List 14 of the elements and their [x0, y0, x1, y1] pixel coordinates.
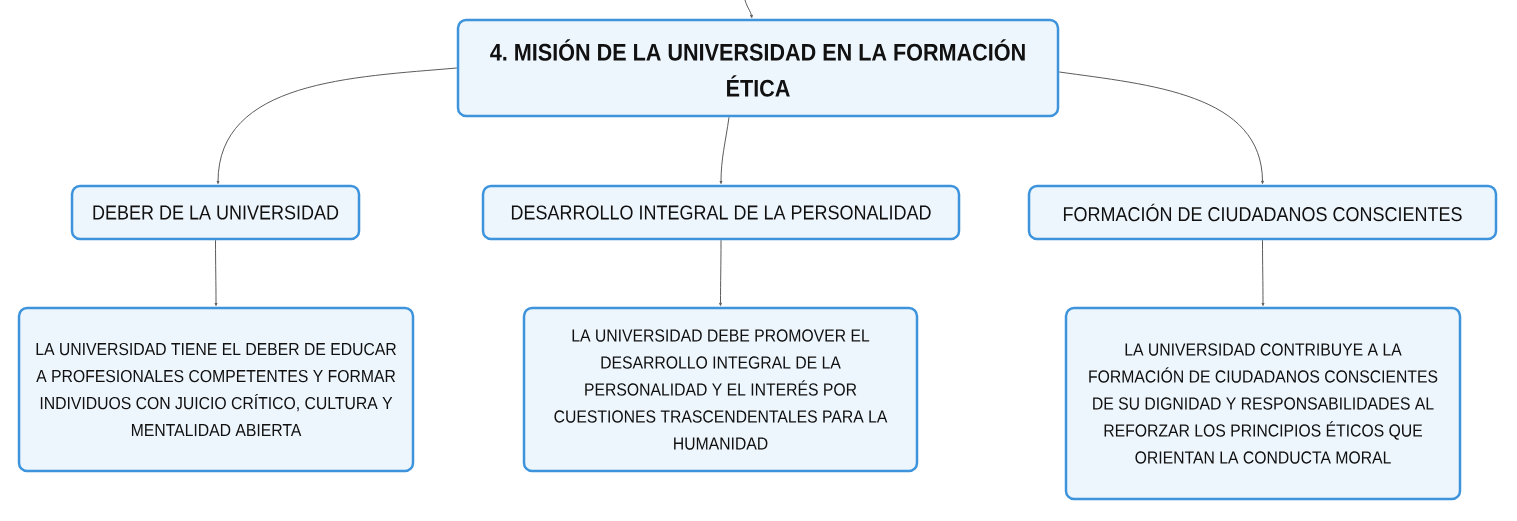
subtopic-box: DESARROLLO INTEGRAL DE LA PERSONALIDAD [481, 184, 961, 241]
connector-arrow [719, 239, 722, 307]
subtopic-box: DEBER DE LA UNIVERSIDAD [70, 184, 361, 241]
description-box: LA UNIVERSIDAD TIENE EL DEBER DE EDUCAR A PROFESIONALES COMPETENTES Y FORMAR INDIVIDUOS CON JUICIO CRÍTICO, CULTURA Y MENTALIDAD ABIERTA [17, 306, 415, 473]
connector-arrow [719, 116, 730, 185]
description-box: LA UNIVERSIDAD CONTRIBUYE A LA FORMACIÓN DE CIUDADANOS CONSCIENTES DE SU DIGNIDAD Y RESPONSABILIDADES AL REFORZAR LOS PRINCIPIOS ÉTICOS QUE ORIENTAN LA CONDUCTA MORAL [1064, 306, 1462, 501]
connector-arrow [744, 0, 753, 19]
connector-arrow [1058, 71, 1264, 185]
description-box: LA UNIVERSIDAD DEBE PROMOVER EL DESARROLLO INTEGRAL DE LA PERSONALIDAD Y EL INTERÉS POR CUESTIONES TRASCENDENTALES PARA LA HUMANIDAD [522, 306, 919, 473]
subtopic-box: FORMACIÓN DE CIUDADANOS CONSCIENTES [1027, 184, 1498, 241]
connector-arrow [1261, 239, 1265, 307]
connector-arrow [216, 67, 458, 185]
connector-arrow [214, 239, 218, 307]
topic-box: 4. MISIÓN DE LA UNIVERSIDAD EN LA FORMACIÓN ÉTICA [456, 18, 1060, 118]
